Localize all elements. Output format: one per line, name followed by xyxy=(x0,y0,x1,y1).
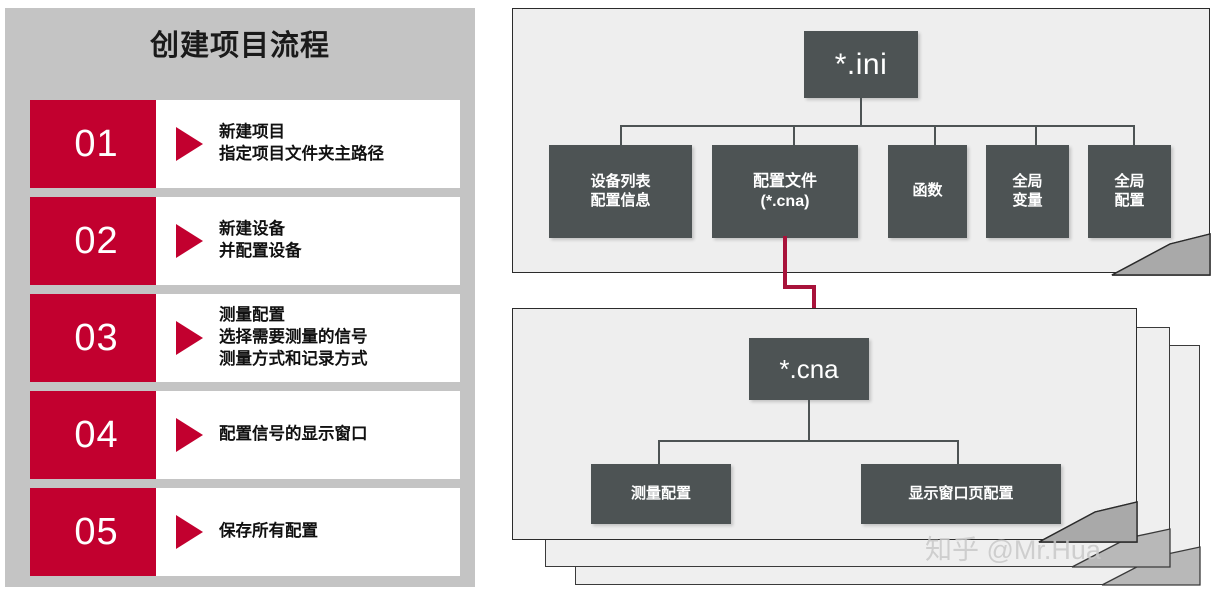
list-item: 05 保存所有配置 xyxy=(30,488,460,576)
step-content[interactable]: 测量配置 选择需要测量的信号 测量方式和记录方式 xyxy=(156,294,460,382)
step-number: 05 xyxy=(74,510,119,553)
step-label: 新建设备 并配置设备 xyxy=(219,220,302,260)
step-content[interactable]: 新建项目 指定项目文件夹主路径 xyxy=(156,100,460,188)
play-triangle-icon xyxy=(176,418,203,452)
connector-branch-3 xyxy=(934,125,936,145)
connector-branch-1 xyxy=(620,125,622,145)
step-number-badge: 04 xyxy=(30,391,175,479)
step-number-badge: 03 xyxy=(30,294,175,382)
step-label: 测量配置 选择需要测量的信号 测量方式和记录方式 xyxy=(219,306,368,368)
connector-ini-trunk xyxy=(860,98,862,125)
connector-branch-5 xyxy=(1133,125,1135,145)
step-content[interactable]: 新建设备 并配置设备 xyxy=(156,197,460,285)
list-item: 02 新建设备 并配置设备 xyxy=(30,197,460,285)
node-device-list[interactable]: 设备列表 配置信息 xyxy=(549,145,692,238)
list-item: 03 测量配置 选择需要测量的信号 测量方式和记录方式 xyxy=(30,294,460,382)
step-label: 保存所有配置 xyxy=(219,522,318,541)
step-label: 配置信号的显示窗口 xyxy=(219,425,368,444)
step-number-badge: 01 xyxy=(30,100,175,188)
step-number: 04 xyxy=(74,413,119,456)
connector-cna-bus xyxy=(658,440,958,442)
node-global-variable[interactable]: 全局 变量 xyxy=(986,145,1069,238)
step-number-badge: 05 xyxy=(30,488,175,576)
node-config-file[interactable]: 配置文件 (*.cna) xyxy=(712,145,858,238)
node-display-window-config[interactable]: 显示窗口页配置 xyxy=(861,464,1061,524)
connector-cna-branch-1 xyxy=(658,440,660,464)
process-panel: 创建项目流程 01 新建项目 指定项目文件夹主路径 02 新建设备 并配置设备 … xyxy=(5,8,475,587)
step-number: 02 xyxy=(74,219,119,262)
node-ini[interactable]: *.ini xyxy=(804,31,918,98)
highlight-connector-down xyxy=(783,236,787,289)
step-number-badge: 02 xyxy=(30,197,175,285)
list-item: 01 新建项目 指定项目文件夹主路径 xyxy=(30,100,460,188)
connector-ini-bus xyxy=(620,125,1134,127)
cna-stack-back1-fold xyxy=(1071,528,1171,568)
ini-sheet-fold-corner xyxy=(1111,233,1211,276)
play-triangle-icon xyxy=(176,515,203,549)
page-title: 创建项目流程 xyxy=(149,30,330,62)
highlight-connector-down2 xyxy=(812,285,816,325)
step-content[interactable]: 保存所有配置 xyxy=(156,488,460,576)
play-triangle-icon xyxy=(176,224,203,258)
list-item: 04 配置信号的显示窗口 xyxy=(30,391,460,479)
connector-branch-4 xyxy=(1035,125,1037,145)
node-function[interactable]: 函数 xyxy=(888,145,967,238)
play-triangle-icon xyxy=(176,321,203,355)
node-cna[interactable]: *.cna xyxy=(749,338,869,400)
connector-branch-2 xyxy=(793,125,795,145)
highlight-connector-right xyxy=(783,285,816,289)
connector-cna-trunk xyxy=(808,400,810,440)
node-measure-config[interactable]: 测量配置 xyxy=(591,464,731,524)
step-number: 01 xyxy=(74,122,119,165)
cna-sheet-fold-corner xyxy=(1038,501,1138,543)
step-label: 新建项目 指定项目文件夹主路径 xyxy=(219,123,384,163)
step-content[interactable]: 配置信号的显示窗口 xyxy=(156,391,460,479)
play-triangle-icon xyxy=(176,127,203,161)
node-global-config[interactable]: 全局 配置 xyxy=(1088,145,1171,238)
step-number: 03 xyxy=(74,316,119,359)
connector-cna-branch-2 xyxy=(957,440,959,464)
